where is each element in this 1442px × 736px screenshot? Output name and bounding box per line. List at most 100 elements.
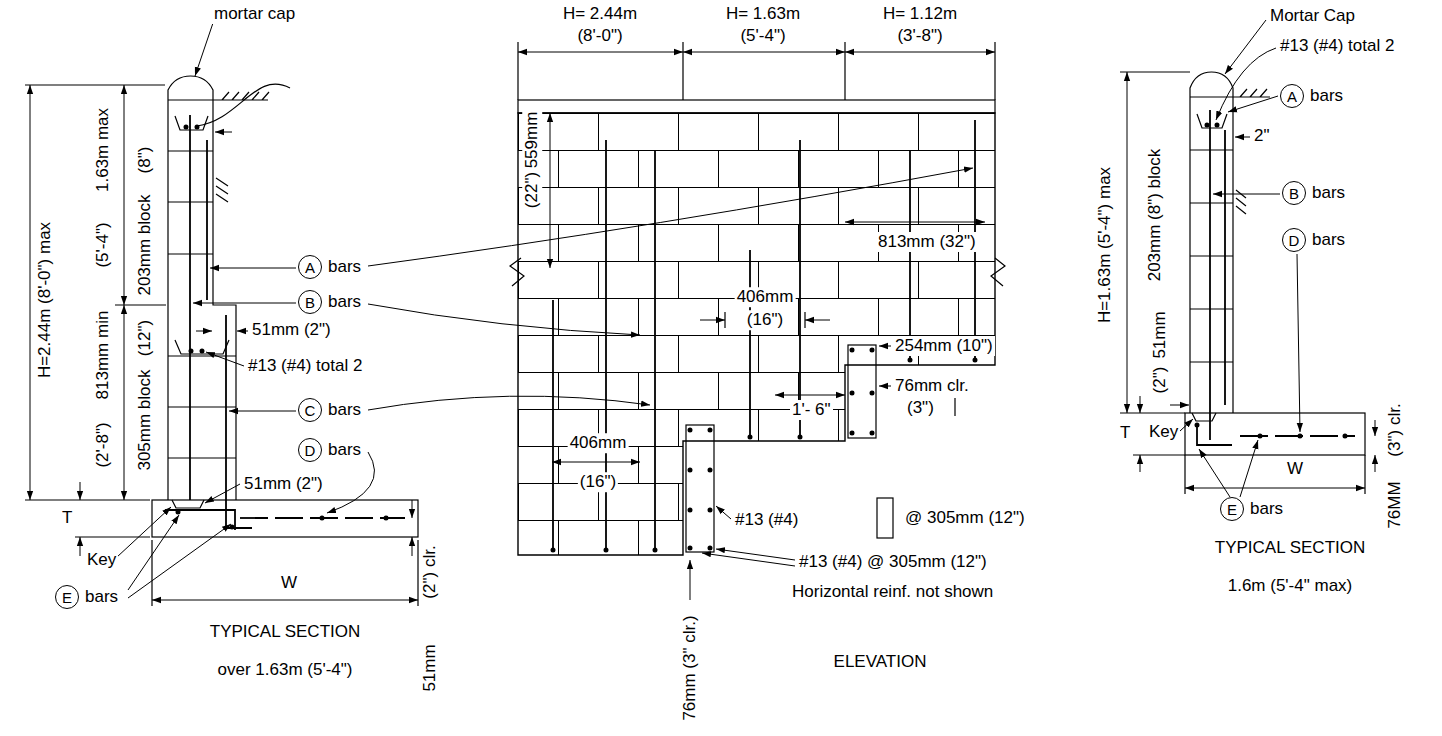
annotation-label: 813mm (32") bbox=[876, 232, 978, 252]
annotation-label: (12") bbox=[135, 318, 155, 358]
callout-node: Bbars bbox=[298, 290, 362, 314]
annotation-label: (5'-4") bbox=[738, 26, 787, 46]
callout-text: bars bbox=[84, 587, 119, 607]
dimension-arrow bbox=[1140, 455, 1141, 472]
callout-text: bars bbox=[1309, 86, 1344, 106]
leader-line bbox=[1216, 48, 1276, 120]
rebar bbox=[553, 120, 975, 550]
annotation-label: 305mm block bbox=[135, 367, 155, 472]
bond-beam bbox=[1197, 114, 1227, 128]
leader-line bbox=[229, 411, 296, 412]
callout-text: bars bbox=[327, 257, 362, 277]
annotation-label: H= 1.63m bbox=[724, 4, 802, 24]
annotation-label: over 1.63m (5'-4") bbox=[216, 660, 355, 680]
callout-text: bars bbox=[327, 292, 362, 312]
annotation-label: H= 1.12m bbox=[881, 4, 959, 24]
leader-line bbox=[210, 268, 296, 269]
block-courses bbox=[1190, 97, 1233, 362]
dimension-line bbox=[124, 305, 125, 500]
dimension-line bbox=[518, 52, 683, 53]
annotation-label: 51mm (2") bbox=[242, 474, 325, 494]
extension-lines bbox=[1120, 72, 1365, 494]
annotation-label: W bbox=[279, 573, 299, 593]
annotation-label: ELEVATION bbox=[832, 652, 929, 672]
block-wall-elevation bbox=[518, 113, 995, 555]
dimension-line bbox=[683, 52, 845, 53]
callout-text: bars bbox=[1311, 183, 1346, 203]
leader-line bbox=[879, 346, 891, 347]
bond-beam bbox=[175, 116, 229, 354]
dimension-arrow bbox=[1170, 405, 1189, 406]
step-stirrup bbox=[686, 425, 714, 552]
callout-letter: A bbox=[1280, 84, 1304, 108]
grade-curve bbox=[197, 84, 290, 126]
annotation-label: (5'-4") bbox=[93, 220, 113, 269]
annotation-label: 51mm bbox=[420, 642, 440, 693]
annotation-label: T bbox=[60, 508, 74, 528]
rebar-dots bbox=[1195, 123, 1348, 439]
callout-node: Ebars bbox=[55, 585, 119, 609]
dimension-line bbox=[775, 395, 845, 396]
annotation-label: #13 (#4) bbox=[733, 510, 800, 530]
extension-lines bbox=[518, 42, 995, 416]
dimension-arrow bbox=[1235, 137, 1250, 138]
leader-line bbox=[195, 20, 214, 76]
dimension-arrow bbox=[1375, 420, 1376, 436]
annotation-label: 76mm clr. bbox=[893, 376, 971, 396]
dimension-arrow bbox=[1375, 455, 1376, 472]
dimension-line bbox=[152, 600, 418, 601]
leader-line bbox=[128, 515, 179, 590]
annotation-label: (16") bbox=[578, 472, 618, 492]
annotation-label: Key bbox=[1147, 422, 1180, 442]
leader-line bbox=[702, 553, 795, 566]
leader-line bbox=[1228, 96, 1278, 112]
leader-line bbox=[117, 507, 171, 557]
leader-line bbox=[327, 452, 374, 513]
annotation-label: 406mm bbox=[735, 287, 796, 307]
annotation-label: 2" bbox=[1252, 126, 1272, 146]
callout-text: bars bbox=[1311, 230, 1346, 250]
soil-hatch bbox=[216, 178, 228, 202]
dimension-line bbox=[1185, 488, 1365, 489]
leader-line bbox=[1199, 449, 1230, 497]
rebar bbox=[1197, 110, 1232, 445]
dimension-arrow bbox=[805, 320, 830, 321]
footing-key bbox=[1192, 413, 1216, 421]
annotation-label: TYPICAL SECTION bbox=[208, 622, 363, 642]
dimension-arrow bbox=[196, 331, 212, 332]
annotation-label: (3'-8") bbox=[895, 26, 944, 46]
dimension-arrow bbox=[237, 331, 248, 332]
annotation-label: H=1.63m (5'-4") max bbox=[1095, 165, 1115, 325]
annotation-label: H=2.44m (8'-0") max bbox=[35, 220, 55, 380]
annotation-label: (2") bbox=[1150, 365, 1170, 396]
annotation-label: 76mm (3" clr.) bbox=[680, 613, 700, 722]
annotation-label: 406mm bbox=[568, 433, 629, 453]
dimension-arrow bbox=[412, 500, 413, 518]
wall-cap bbox=[518, 100, 995, 113]
callout-letter: B bbox=[298, 290, 322, 314]
rebar-dots bbox=[176, 125, 389, 530]
stirrup-symbol bbox=[877, 498, 893, 538]
dimension-arrow bbox=[215, 132, 232, 133]
annotation-label: (8") bbox=[135, 145, 155, 176]
annotation-label: TYPICAL SECTION bbox=[1213, 538, 1368, 558]
annotation-label: H= 2.44m bbox=[561, 4, 639, 24]
annotation-label: (2'-8") bbox=[93, 420, 113, 469]
leader-line bbox=[716, 506, 731, 519]
annotation-label: mortar cap bbox=[212, 4, 297, 24]
dimension-line bbox=[30, 85, 31, 500]
leader-line bbox=[1240, 440, 1258, 497]
dimension-arrow bbox=[700, 320, 725, 321]
annotation-label: 51mm (2") bbox=[250, 320, 333, 340]
annotation-label: (3") clr. bbox=[1385, 401, 1405, 458]
grade-line bbox=[213, 92, 269, 100]
callout-node: Dbars bbox=[298, 438, 362, 462]
break-line bbox=[510, 258, 1005, 286]
annotation-label: 1.63m max bbox=[93, 106, 113, 194]
annotation-label: @ 305mm (12") bbox=[903, 508, 1027, 528]
callout-node: Abars bbox=[298, 255, 362, 279]
leader-line bbox=[716, 549, 795, 560]
annotation-label: (2") clr. bbox=[420, 543, 440, 600]
footing-key bbox=[172, 500, 204, 508]
